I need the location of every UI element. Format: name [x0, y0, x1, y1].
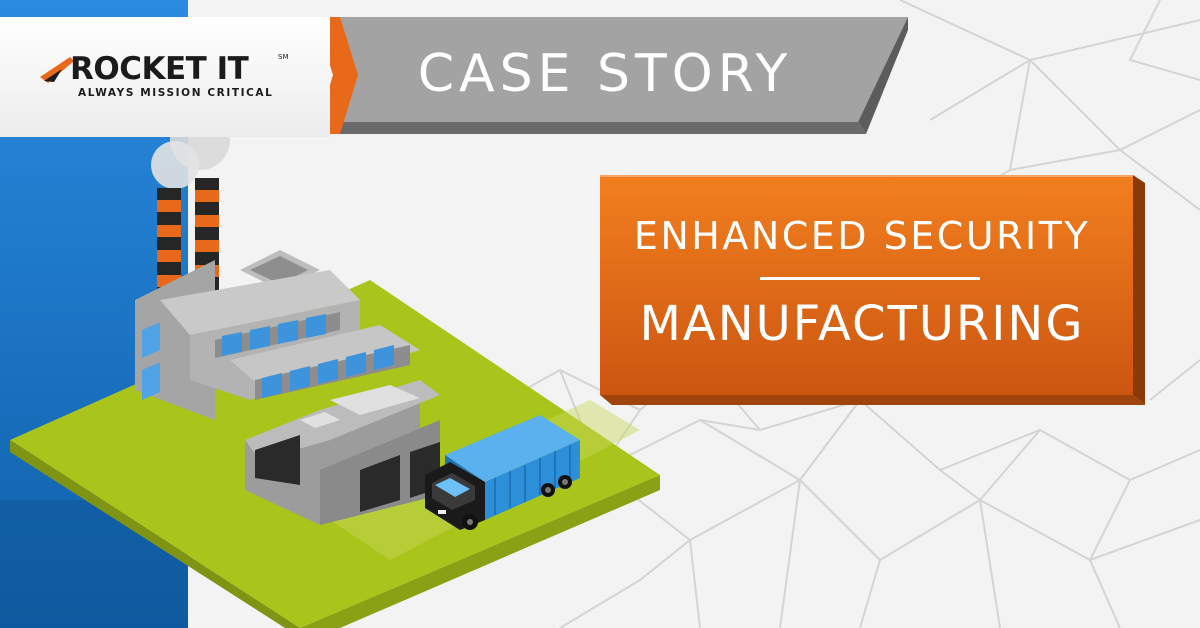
lattice-lines: [469, 0, 1200, 628]
factory-illustration: [10, 90, 660, 628]
case-story-title: CASE STORY: [417, 44, 793, 104]
brand-name: ROCKET IT: [70, 51, 249, 87]
rocket-swoosh-icon: [40, 57, 74, 83]
service-mark: SM: [278, 53, 289, 61]
topic-industry: MANUFACTURING: [639, 296, 1085, 352]
topic-divider: [760, 277, 980, 280]
topic-tag-box: [600, 175, 1145, 405]
truck-icon: [425, 415, 580, 530]
brand-logo[interactable]: ROCKET IT SM ALWAYS MISSION CRITICAL: [40, 47, 320, 107]
brand-tagline: ALWAYS MISSION CRITICAL: [78, 87, 274, 99]
topic-primary: ENHANCED SECURITY: [633, 214, 1091, 258]
